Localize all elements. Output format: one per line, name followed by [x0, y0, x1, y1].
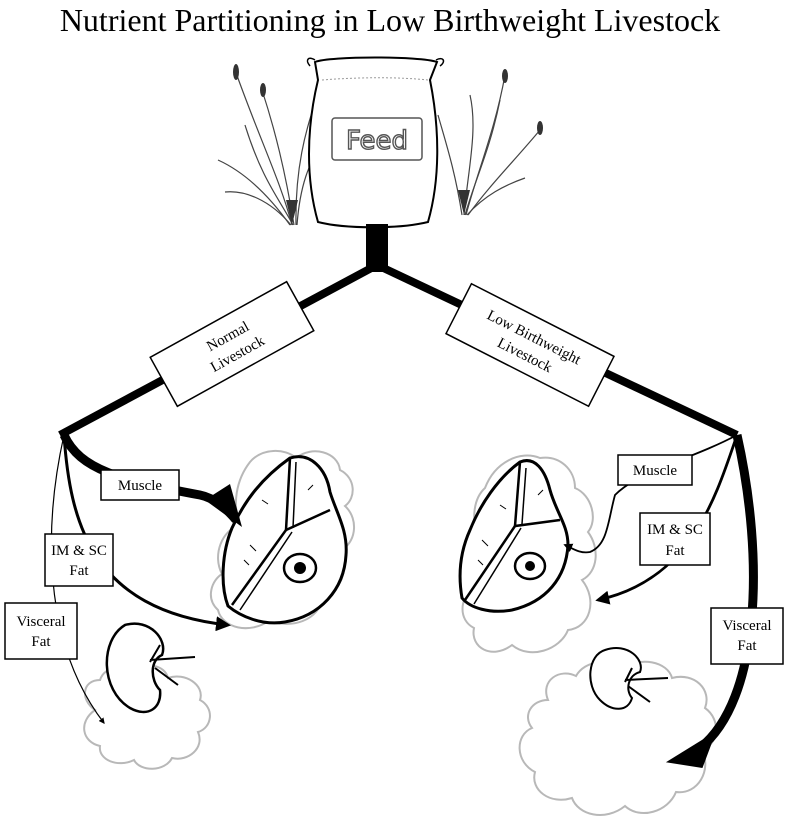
lbw-muscle-label: Muscle: [617, 454, 693, 486]
svg-text:Fat: Fat: [737, 638, 757, 654]
diagram-title: Nutrient Partitioning in Low Birthweight…: [60, 2, 720, 38]
svg-text:Muscle: Muscle: [118, 478, 163, 494]
steak-normal-icon: [221, 455, 348, 625]
lbw-visceral-fat-label: Visceral Fat: [710, 607, 784, 665]
grass-left-icon: [217, 64, 321, 226]
svg-text:Fat: Fat: [31, 634, 51, 650]
kidney-normal-icon: [105, 622, 196, 714]
svg-text:Muscle: Muscle: [633, 463, 678, 479]
lbw-imsc-fat-label: IM & SC Fat: [639, 512, 711, 566]
low-birthweight-livestock-label: Low Birthweight Livestock: [444, 282, 616, 408]
normal-visceral-fat-label: Visceral Fat: [4, 602, 78, 660]
svg-text:IM & SC: IM & SC: [647, 522, 703, 538]
feed-label: Feed: [346, 126, 408, 156]
normal-imsc-fat-label: IM & SC Fat: [44, 533, 114, 587]
svg-text:IM & SC: IM & SC: [51, 543, 107, 559]
normal-livestock-label: Normal Livestock: [149, 280, 315, 408]
svg-text:Visceral: Visceral: [722, 618, 771, 634]
normal-muscle-label: Muscle: [100, 469, 180, 501]
svg-text:Visceral: Visceral: [16, 614, 65, 630]
grass-right-icon: [437, 69, 543, 216]
feed-distribution-lines: [58, 224, 739, 439]
svg-text:Fat: Fat: [665, 543, 685, 559]
svg-text:Fat: Fat: [69, 563, 89, 579]
feed-bag-icon: Feed: [306, 56, 445, 229]
kidney-low-birthweight-icon: [589, 647, 669, 710]
